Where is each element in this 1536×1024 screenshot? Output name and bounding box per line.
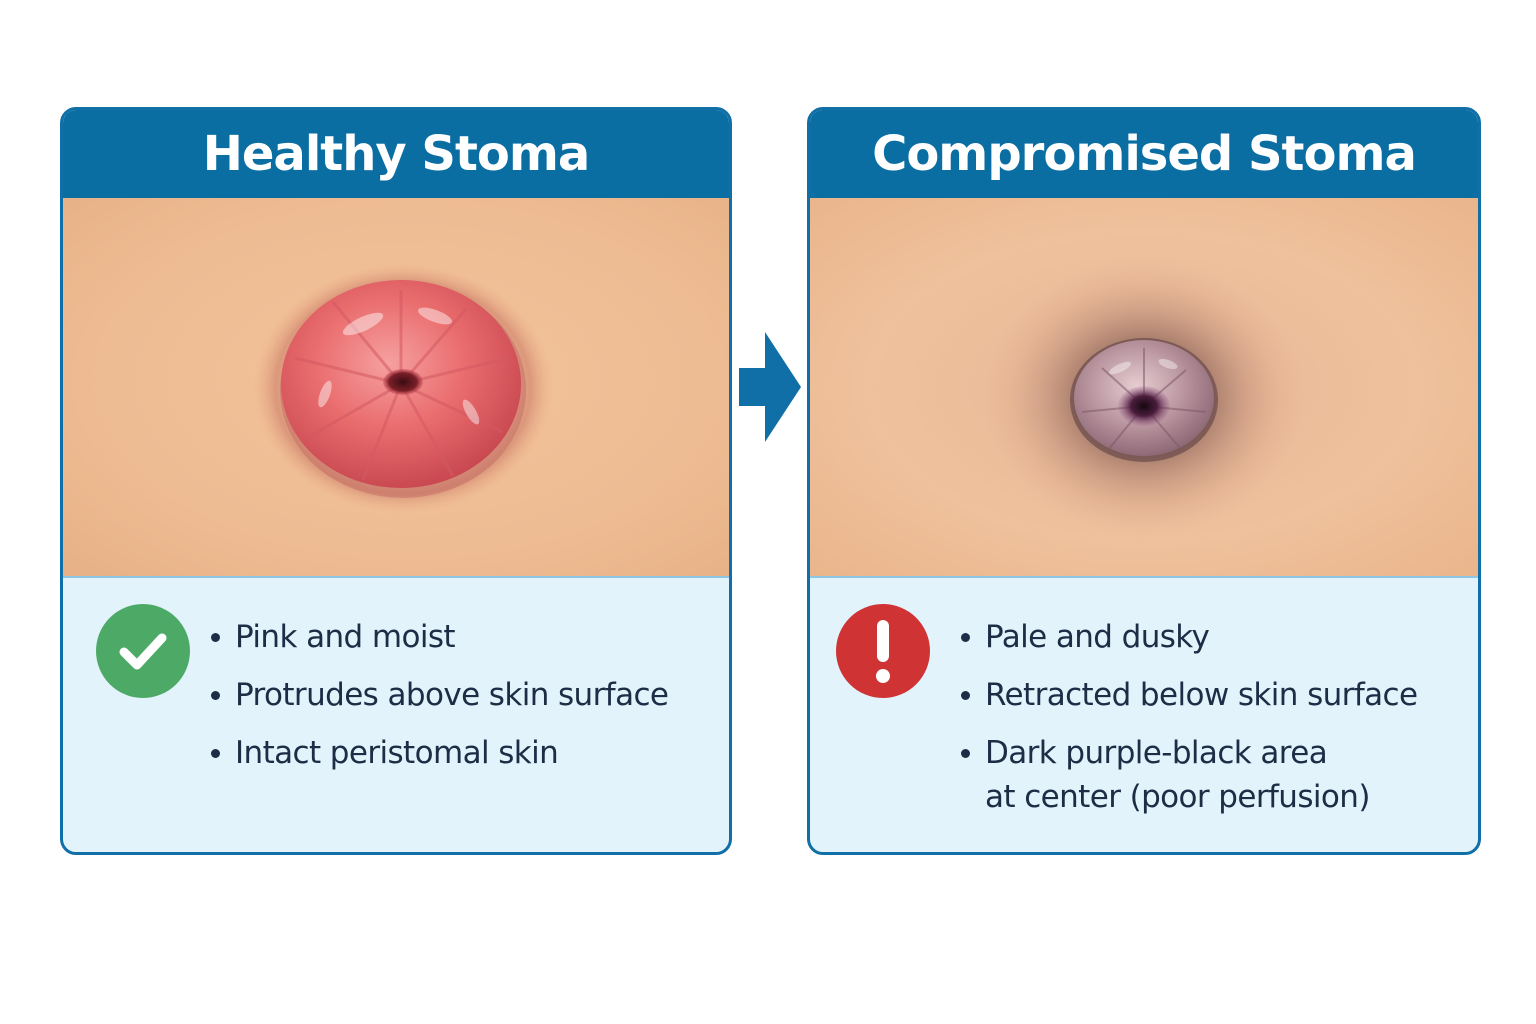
bullet-continuation: at center (poor perfusion) <box>985 779 1370 815</box>
compromised-panel-title: Compromised Stoma <box>872 126 1417 182</box>
arrow-right-icon <box>739 332 801 442</box>
bullet-item: Pink and moist <box>209 616 668 658</box>
healthy-stoma-panel: Healthy Stoma <box>60 107 732 855</box>
healthy-panel-header: Healthy Stoma <box>63 110 729 198</box>
compromised-info-section: Pale and dusky Retracted below skin surf… <box>810 578 1478 848</box>
check-icon <box>96 604 190 698</box>
healthy-bullet-list: Pink and moist Protrudes above skin surf… <box>209 616 669 790</box>
bullet-item: Pale and dusky <box>959 616 1417 658</box>
bullet-item: Retracted below skin surface <box>959 674 1418 716</box>
bullet-item: Dark purple-black area <box>959 732 1417 774</box>
exclamation-icon <box>836 604 930 698</box>
bullet-item: Protrudes above skin surface <box>209 674 669 716</box>
bullet-item: Intact peristomal skin <box>209 732 668 774</box>
compromised-bullet-list: Pale and dusky Retracted below skin surf… <box>959 616 1418 834</box>
healthy-panel-title: Healthy Stoma <box>202 126 591 182</box>
compromised-panel-header: Compromised Stoma <box>810 110 1478 198</box>
compromised-stoma-panel: Compromised Stoma <box>807 107 1481 855</box>
healthy-info-section: Pink and moist Protrudes above skin surf… <box>63 578 729 848</box>
healthy-stoma-image <box>63 198 729 578</box>
compromised-stoma-image <box>810 198 1478 578</box>
